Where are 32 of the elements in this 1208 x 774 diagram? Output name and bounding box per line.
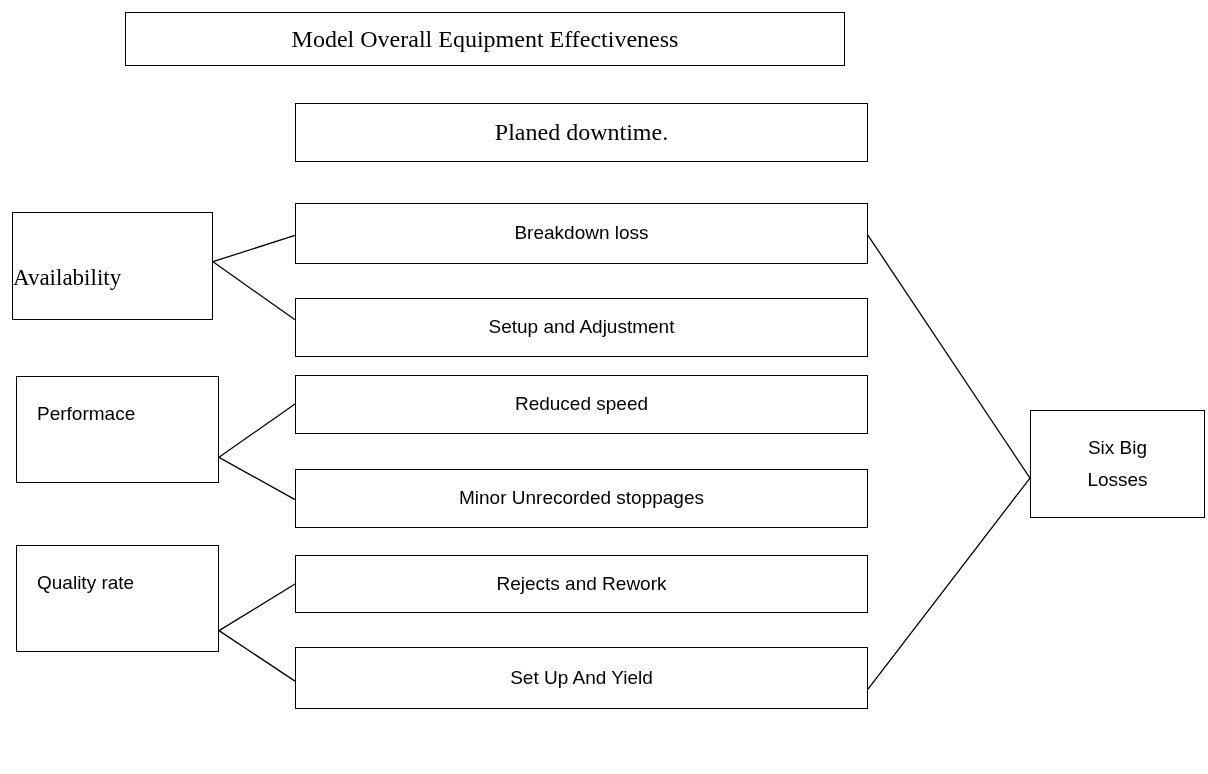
text-box (295, 298, 868, 357)
text-box (16, 545, 219, 652)
text-box (125, 12, 845, 66)
text-box (16, 376, 219, 483)
connector-line (218, 403, 296, 458)
text-box (1030, 410, 1205, 518)
text-box (295, 203, 868, 264)
connector-line (218, 456, 296, 501)
box-label: Availability (13, 264, 122, 292)
connector-line (212, 261, 296, 321)
connector-line (212, 234, 296, 263)
box-label: Minor Unrecorded stoppages (459, 487, 704, 510)
connector-line (867, 234, 1031, 479)
box-label: Rejects and Rework (496, 572, 667, 596)
text-box (295, 647, 868, 709)
box-label: Reduced speed (514, 393, 649, 416)
connector-line (218, 583, 296, 632)
text-box (295, 469, 868, 528)
box-label: Setup and Adjustment (488, 316, 675, 339)
text-box (295, 555, 868, 613)
connector-line (867, 477, 1031, 690)
box-label: Quality rate (37, 572, 135, 595)
box-label: Breakdown loss (514, 222, 649, 245)
text-box (295, 103, 868, 162)
text-box (12, 212, 213, 320)
text-box (295, 375, 868, 434)
box-label: Six Big Losses (1086, 435, 1149, 492)
box-label: Model Overall Equipment Effectiveness (291, 24, 679, 54)
box-label: Set Up And Yield (510, 666, 653, 690)
box-label: Planed downtime. (494, 118, 669, 147)
connector-line (218, 629, 296, 682)
box-label: Performace (37, 403, 136, 426)
